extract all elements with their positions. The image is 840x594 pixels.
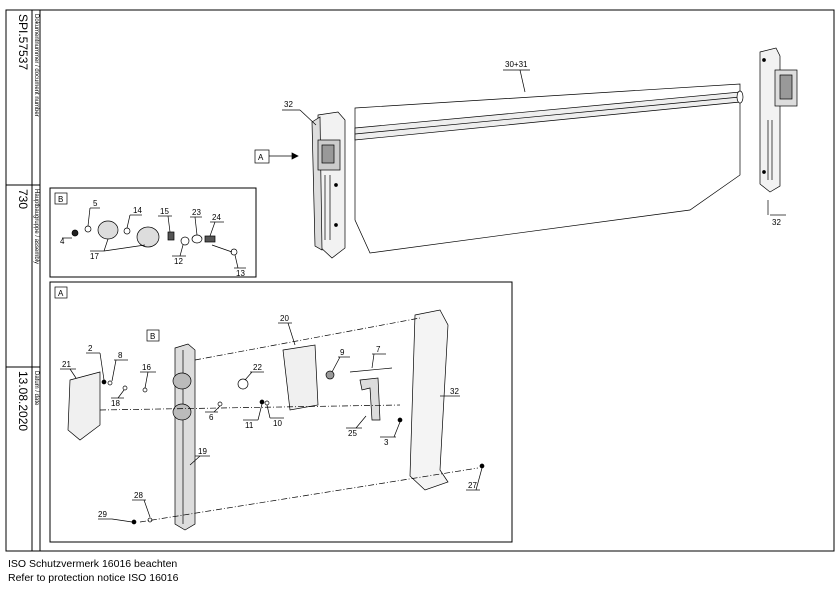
label-end-right: 32 (772, 218, 781, 227)
protection-notice-en: Refer to protection notice ISO 16016 (8, 572, 179, 584)
rail-groove (354, 96, 741, 135)
protection-notice-de: ISO Schutzvermerk 16016 beachten (8, 558, 178, 570)
detail-a-callout-b: B (150, 332, 155, 341)
part-7: 7 (376, 345, 381, 354)
protection-notice: ISO Schutzvermerk 16016 beachten Refer t… (8, 557, 178, 585)
part-6: 6 (209, 413, 214, 422)
rail-end-cap (736, 90, 744, 104)
part-22: 22 (253, 363, 262, 372)
part-28: 28 (134, 491, 143, 500)
part-19: 19 (198, 447, 207, 456)
leader-30-31-arrow (519, 69, 526, 93)
detail-a-part-numbers: 2 8 16 18 21 22 6 11 10 20 9 7 25 3 32 1… (62, 314, 477, 519)
label-end-left: 32 (284, 100, 293, 109)
part-8: 8 (118, 351, 123, 360)
view-a-arrowhead (291, 152, 299, 160)
part-15: 15 (160, 207, 169, 216)
right-end-piece (759, 47, 798, 193)
detail-b-panel (49, 187, 257, 278)
part-2: 2 (88, 344, 93, 353)
leader-32-left-arrow (299, 109, 317, 126)
part-14: 14 (133, 206, 142, 215)
part-12: 12 (174, 257, 183, 266)
part-9: 9 (340, 348, 345, 357)
part-3: 3 (384, 438, 389, 447)
assembly-number: 730 (16, 189, 30, 210)
part-11: 11 (245, 421, 254, 430)
part-5: 5 (93, 199, 98, 208)
part-17: 17 (90, 252, 99, 261)
part-20: 20 (280, 314, 289, 323)
part-27: 27 (468, 481, 477, 490)
date-value: 13.08.2020 (16, 371, 30, 432)
part-4: 4 (60, 237, 65, 246)
left-end-piece (311, 111, 346, 259)
part-25: 25 (348, 429, 357, 438)
detail-b-label: B (58, 195, 63, 204)
part-23: 23 (192, 208, 201, 217)
detail-a-label: A (58, 289, 64, 298)
panel-body (354, 83, 741, 254)
part-21: 21 (62, 360, 71, 369)
doc-number-caption: Dokumentnummer / document number (33, 14, 39, 117)
part-10: 10 (273, 419, 282, 428)
part-16: 16 (142, 363, 151, 372)
date-caption: Datum / date (33, 371, 39, 406)
doc-number: SPI.57537 (16, 14, 30, 71)
assembly-caption: Hauptbaugruppe / assembly (33, 189, 39, 265)
label-rail: 30+31 (505, 60, 528, 69)
part-13: 13 (236, 269, 245, 278)
view-a-marker-box (254, 149, 270, 164)
detail-b-part-numbers: 4 5 14 17 15 23 24 12 13 (60, 199, 245, 278)
overview-assembly (254, 47, 798, 259)
view-a-marker-label: A (258, 153, 264, 162)
sheet-frame (5, 9, 835, 552)
part-29: 29 (98, 510, 107, 519)
detail-a-panel (49, 281, 513, 543)
part-24: 24 (212, 213, 221, 222)
part-32: 32 (450, 387, 459, 396)
part-18: 18 (111, 399, 120, 408)
